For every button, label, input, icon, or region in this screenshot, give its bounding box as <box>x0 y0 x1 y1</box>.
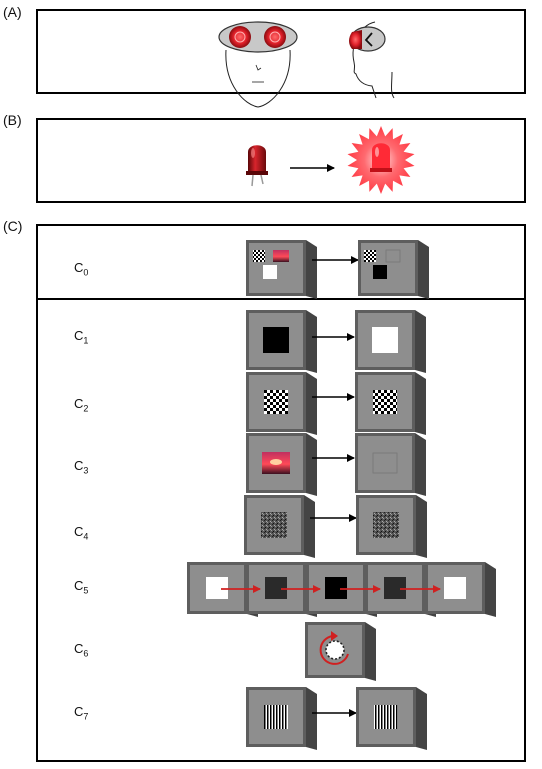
panel-a <box>36 9 526 94</box>
c3-image-gone <box>372 452 398 474</box>
c0-check-before <box>253 250 265 262</box>
c7-grating-after <box>374 705 398 729</box>
cube-c4-before-side <box>304 495 315 558</box>
c2-checker-after <box>373 390 397 414</box>
cube-c0-before-side <box>306 240 317 299</box>
led-on-illustration <box>347 126 415 194</box>
c5-square-1 <box>265 577 287 599</box>
condition-label-4: C4 <box>74 524 89 542</box>
c5-square-0 <box>206 577 228 599</box>
panel-b <box>36 118 526 203</box>
condition-label-6: C6 <box>74 641 89 659</box>
condition-label-3: C3 <box>74 458 89 476</box>
panel-c-label: (C) <box>3 218 23 234</box>
cube-c3-after-face <box>358 436 412 490</box>
led-off-illustration <box>246 145 268 187</box>
stimulus-cubes <box>187 240 496 750</box>
cube-c7-after-side <box>416 687 427 750</box>
c1-white-square <box>372 327 398 353</box>
c6-rotation-arrowhead <box>331 631 338 641</box>
cube-c7-before-side <box>306 687 317 750</box>
cube-c0-after-side <box>418 240 429 299</box>
c0-white-before <box>263 265 277 279</box>
cube-c6-side <box>365 622 376 681</box>
c5-square-2 <box>325 577 347 599</box>
c0-check-after <box>364 250 376 262</box>
condition-label-5: C5 <box>74 578 89 596</box>
c0-black-after <box>373 265 387 279</box>
cube-c1-before-side <box>306 310 317 373</box>
panel-a-label: (A) <box>3 4 22 20</box>
panel-b-label: (B) <box>3 112 22 128</box>
c1-black-square <box>263 327 289 353</box>
cube-c3-after-side <box>415 433 426 496</box>
condition-label-0: C0 <box>74 260 89 278</box>
condition-label-7: C7 <box>74 704 89 722</box>
cube-c2-before-side <box>306 372 317 435</box>
face-side-illustration <box>349 21 395 99</box>
c0-sunset-before <box>273 250 289 262</box>
c0-sunset-gone <box>385 249 401 263</box>
c5-square-4 <box>444 577 466 599</box>
c4-noise-before <box>261 512 287 538</box>
cube-c2-after-side <box>415 372 426 435</box>
c6-rotating-disk <box>325 640 345 660</box>
cube-c4-after-side <box>416 495 427 558</box>
c5-square-3 <box>384 577 406 599</box>
c6-rotation-arc <box>319 635 349 665</box>
panel-c-divider <box>36 298 526 300</box>
c7-grating-before <box>264 705 288 729</box>
condition-label-2: C2 <box>74 396 89 414</box>
c2-checker-before <box>264 390 288 414</box>
cube-c3-before-side <box>306 433 317 496</box>
face-front-illustration <box>218 21 298 108</box>
cube-c1-after-side <box>415 310 426 373</box>
condition-label-1: C1 <box>74 328 89 346</box>
c3-sun <box>270 459 282 465</box>
cube-c5-4-side <box>485 562 496 617</box>
c4-noise-after <box>373 512 399 538</box>
